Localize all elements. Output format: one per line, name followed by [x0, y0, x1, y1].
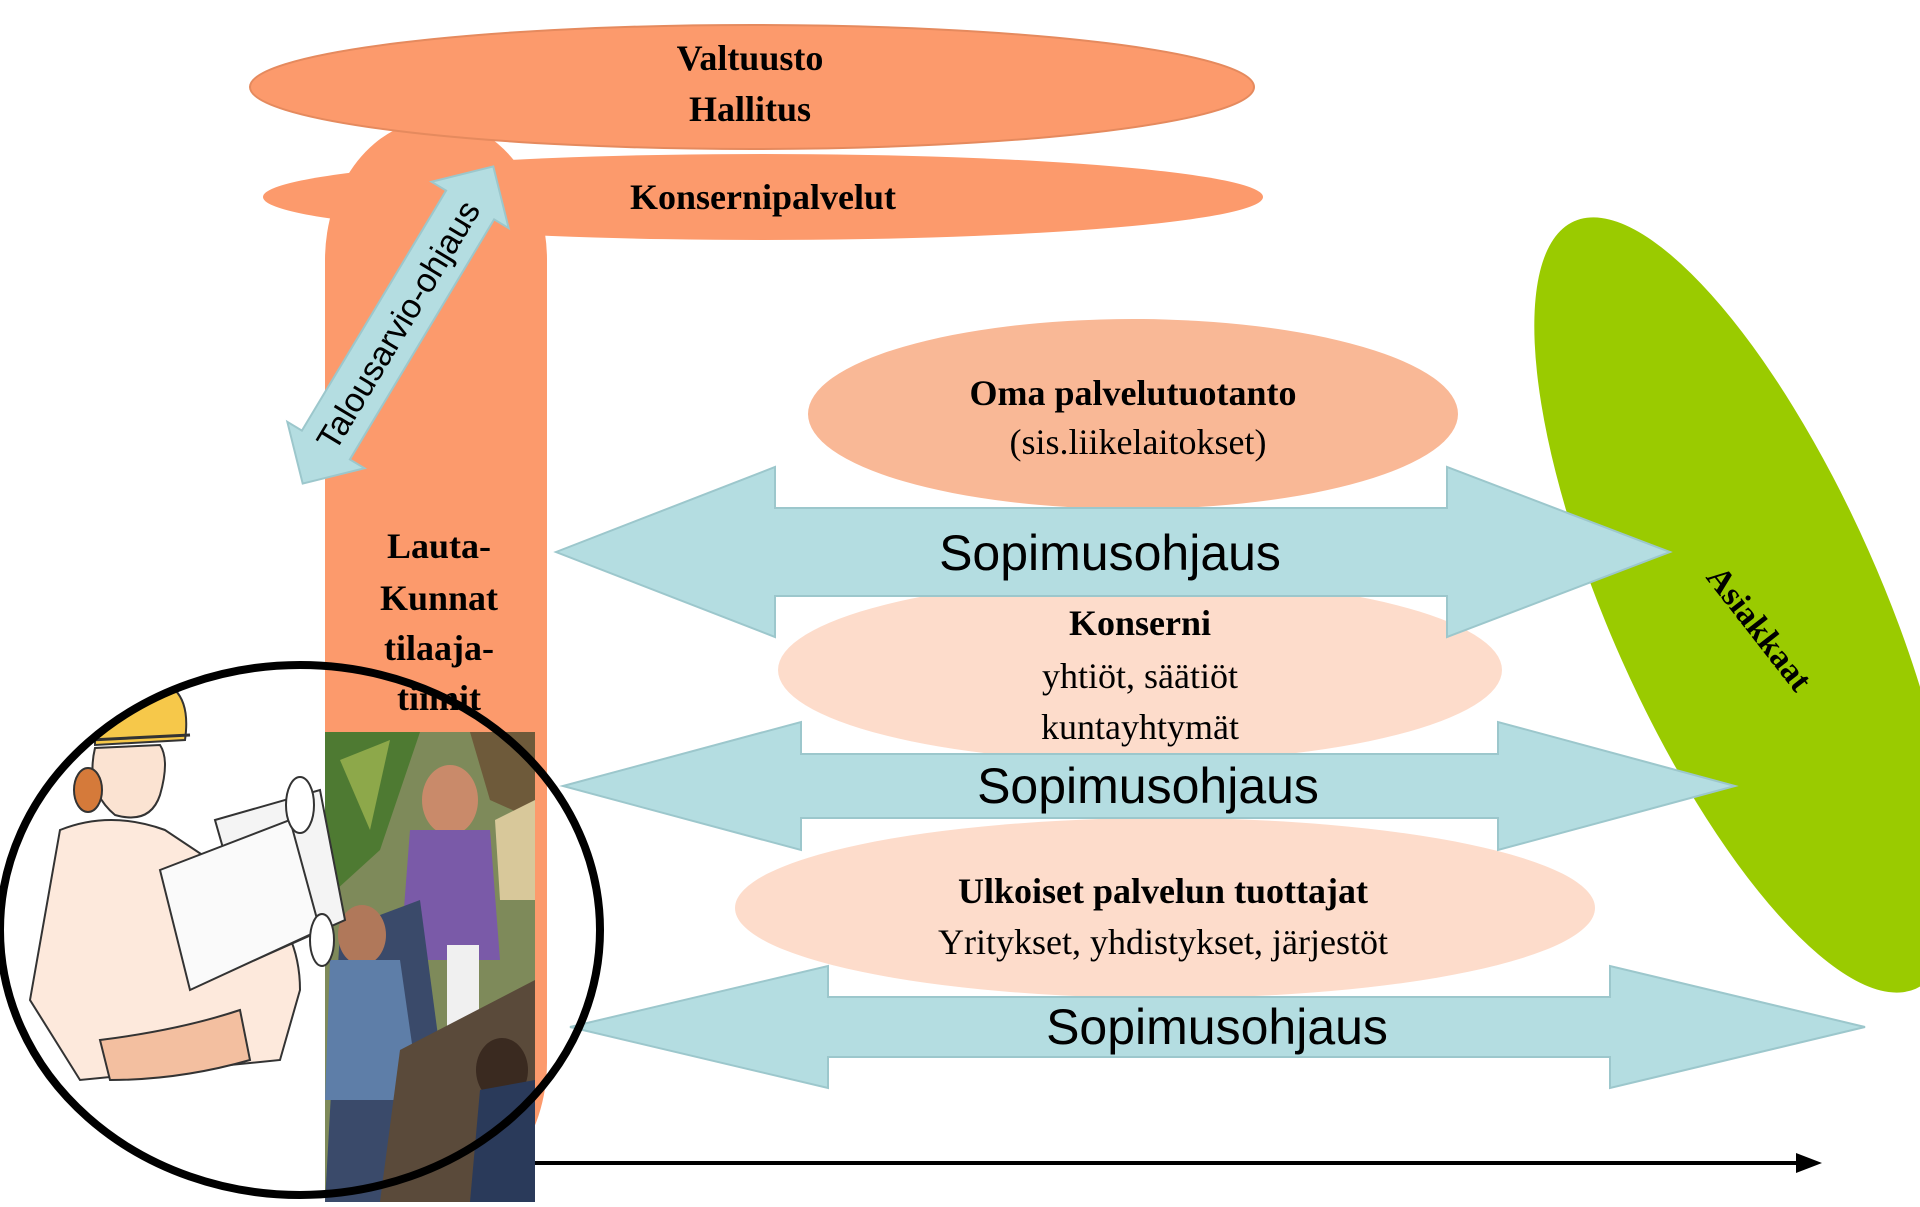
- council-title-line1: Valtuusto: [677, 38, 824, 78]
- group-title: Konserni: [1069, 603, 1211, 643]
- boards-label-line1: Lauta-: [387, 526, 491, 566]
- external-providers-line1: Yritykset, yhdistykset, järjestöt: [938, 922, 1388, 962]
- own-production-ellipse: [808, 319, 1458, 509]
- group-services-label: Konsernipalvelut: [630, 177, 896, 217]
- group-line2: kuntayhtymät: [1041, 707, 1239, 747]
- external-providers-title: Ulkoiset palvelun tuottajat: [958, 871, 1368, 911]
- contract-arrow-3-label: Sopimusohjaus: [1046, 999, 1388, 1055]
- group-line1: yhtiöt, säätiöt: [1042, 656, 1238, 696]
- boards-label-line3: tilaaja-: [384, 628, 494, 668]
- timeline-arrowhead: [1796, 1153, 1822, 1173]
- contract-arrow-1-label: Sopimusohjaus: [939, 525, 1281, 581]
- council-title-line2: Hallitus: [689, 89, 811, 129]
- worker-clipart: [30, 682, 345, 1080]
- own-production-subtitle: (sis.liikelaitokset): [1010, 422, 1267, 462]
- contract-arrow-2-label: Sopimusohjaus: [977, 758, 1319, 814]
- meeting-clipart: [325, 732, 535, 1202]
- own-production-title: Oma palvelutuotanto: [969, 373, 1296, 413]
- boards-label-line2: Kunnat: [380, 578, 498, 618]
